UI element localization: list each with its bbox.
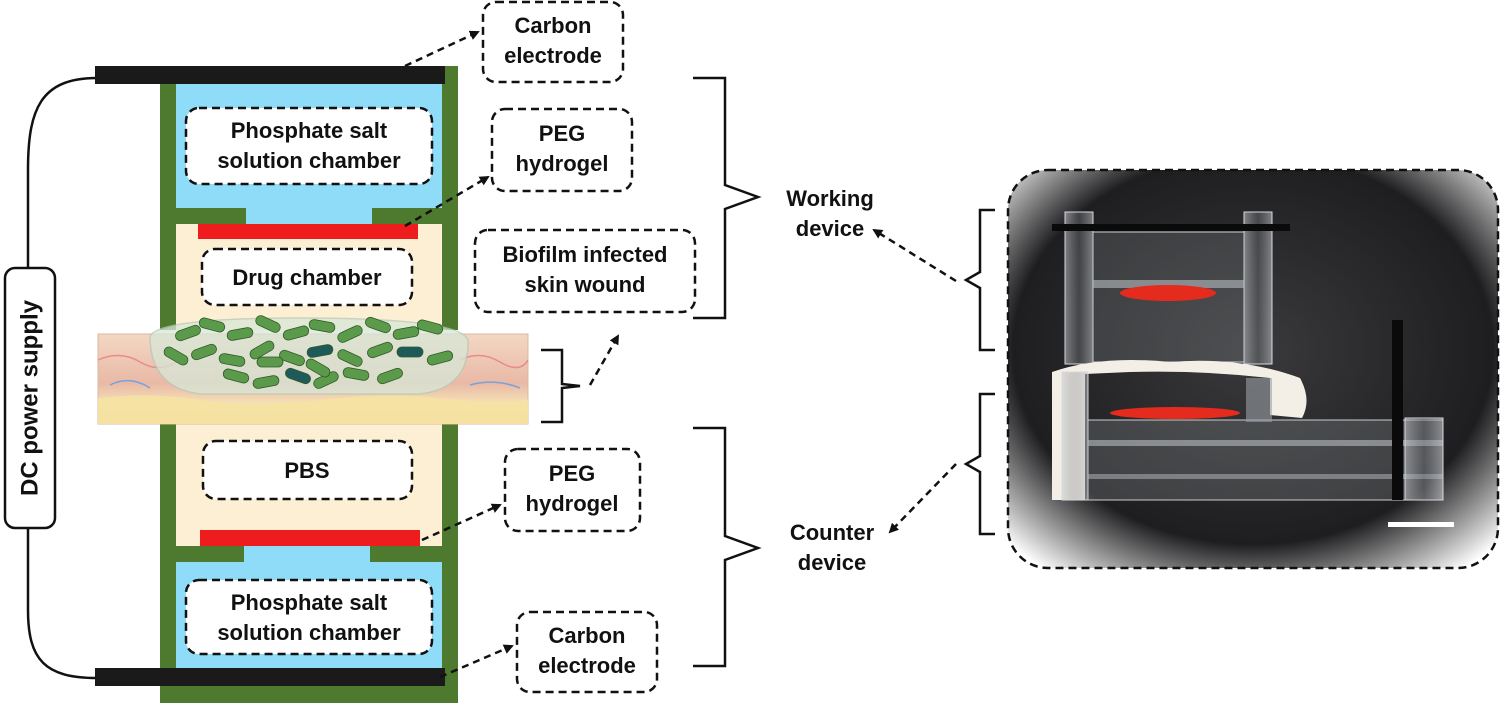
bacterium [279, 349, 305, 367]
skin-wound-brace [541, 348, 581, 424]
bacterium [426, 350, 454, 366]
arrow-peg-top [404, 175, 490, 228]
device-photo [1006, 168, 1500, 570]
working-device-line2: device [796, 216, 865, 241]
carbon-bottom-line2: electrode [538, 653, 636, 678]
dc-power-supply: DC power supply [3, 266, 57, 530]
peg-hydrogel-top-callout: PEG hydrogel [490, 107, 634, 193]
arrow-photo-working [872, 228, 957, 283]
biofilm-line2: skin wound [525, 272, 646, 297]
carbon-top-line2: electrode [504, 43, 602, 68]
power-wire-top [26, 76, 98, 268]
photo-counter-brace [963, 392, 995, 536]
photo-working-brace [963, 208, 995, 352]
bacterium [191, 343, 217, 361]
peg-hydrogel-top [198, 224, 418, 239]
counter-device-line1: Counter [790, 520, 875, 545]
scale-bar [1388, 522, 1454, 527]
top-salt-label-line2: solution chamber [217, 148, 401, 173]
bacterium [255, 315, 281, 333]
bacterium [377, 367, 403, 385]
bacterium [249, 340, 275, 360]
carbon-bottom-line1: Carbon [549, 623, 626, 648]
top-salt-label-line1: Phosphate salt [231, 118, 388, 143]
carbon-electrode-bottom [95, 668, 445, 686]
peg-top-line2: hydrogel [516, 151, 609, 176]
top-salt-label: Phosphate salt solution chamber [184, 106, 434, 186]
bacterium [222, 368, 250, 384]
bacterium [396, 346, 424, 358]
carbon-electrode-top [95, 66, 445, 84]
power-wire-bottom [26, 528, 98, 680]
biofilm-bacteria [163, 315, 454, 389]
arrow-biofilm [588, 334, 620, 386]
carbon-electrode-top-callout: Carbon electrode [481, 0, 625, 84]
bacterium [367, 341, 393, 359]
bottom-salt-label-line2: solution chamber [217, 620, 401, 645]
bacterium [285, 367, 311, 385]
bacterium [256, 356, 284, 368]
bacterium [305, 358, 331, 378]
peg-bottom-line2: hydrogel [526, 491, 619, 516]
bottom-salt-label-line1: Phosphate salt [231, 590, 388, 615]
peg-bottom-line1: PEG [549, 461, 595, 486]
biofilm-line1: Biofilm infected [502, 242, 667, 267]
arrow-carbon-bottom [439, 644, 514, 679]
counter-device-line2: device [798, 550, 867, 575]
bacterium [226, 327, 254, 341]
dc-power-supply-label: DC power supply [17, 299, 44, 496]
counter-device-brace [693, 426, 762, 668]
drug-chamber-label: Drug chamber [200, 247, 414, 307]
arrow-photo-counter [888, 463, 957, 534]
working-device-brace [693, 76, 762, 320]
bacterium [218, 353, 246, 367]
bacterium [282, 325, 310, 341]
pbs-label: PBS [201, 439, 414, 501]
bacterium [175, 324, 201, 342]
bacterium [392, 326, 420, 340]
carbon-electrode-bottom-callout: Carbon electrode [515, 610, 659, 694]
bacterium [337, 349, 363, 367]
arrow-peg-bottom [421, 503, 502, 542]
drug-chamber-text: Drug chamber [232, 265, 382, 290]
bacterium [365, 316, 391, 334]
peg-hydrogel-bottom [200, 530, 420, 546]
bacterium [308, 319, 336, 333]
bacterium [416, 319, 444, 335]
peg-top-line1: PEG [539, 121, 585, 146]
arrow-carbon-top [404, 30, 480, 68]
bacterium [198, 317, 226, 333]
bottom-salt-label: Phosphate salt solution chamber [184, 578, 434, 656]
pbs-text: PBS [284, 458, 329, 483]
bacterium [306, 344, 334, 358]
carbon-top-line1: Carbon [515, 13, 592, 38]
skin-wound-illustration [97, 315, 529, 425]
working-device-line1: Working [786, 186, 874, 211]
bacterium [252, 375, 280, 389]
biofilm-wound-callout: Biofilm infected skin wound [473, 228, 697, 314]
bacterium [337, 325, 363, 343]
bacterium [342, 367, 370, 381]
peg-hydrogel-bottom-callout: PEG hydrogel [503, 447, 642, 533]
bacterium [163, 346, 189, 366]
